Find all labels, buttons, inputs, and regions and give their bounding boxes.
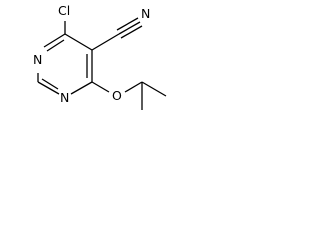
pyrimidine-ring <box>37 33 93 95</box>
bond-c6-o <box>91 81 110 93</box>
bond-n1-c2-double <box>41 78 59 90</box>
bond-cn-triple-3 <box>120 25 143 39</box>
chemical-structure: Cl N N N O <box>0 0 184 138</box>
bond-c5-cn <box>91 33 120 51</box>
atom-label-n3: N <box>33 52 42 67</box>
bond-cn-triple-1 <box>118 21 141 35</box>
bond-n3-c4 <box>43 33 66 48</box>
atom-label-cl: Cl <box>58 3 70 18</box>
bond-o-ch <box>124 81 143 93</box>
atom-label-nitrile-n: N <box>141 6 150 21</box>
bond-ch-ch3-top <box>141 81 167 97</box>
nitrile-group <box>91 17 143 51</box>
atom-label-n1: N <box>60 90 69 105</box>
bond-n1-c2 <box>37 81 60 95</box>
isopropoxy-group <box>91 81 167 110</box>
atom-label-o: O <box>112 88 122 103</box>
bond-cn-triple-2 <box>116 17 139 31</box>
bond-c4-c5 <box>64 33 93 51</box>
bond-c6-n1 <box>70 81 93 95</box>
bond-n3-c4-double <box>46 39 65 52</box>
